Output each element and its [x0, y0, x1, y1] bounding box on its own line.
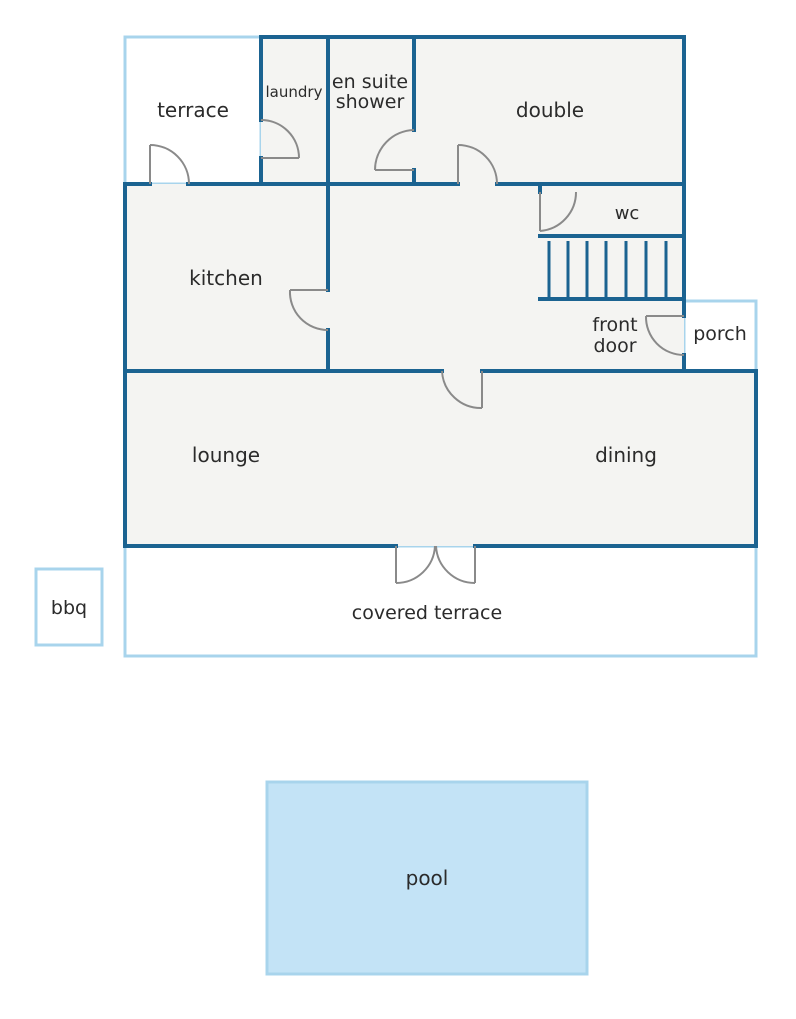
label-kitchen: kitchen [189, 266, 263, 290]
label-ensuite-line2: shower [336, 91, 405, 113]
label-front-door-line1: front [592, 314, 637, 336]
front-door [644, 315, 685, 356]
label-bbq: bbq [51, 597, 87, 619]
label-covered-terrace: covered terrace [352, 602, 502, 624]
lounge-door [441, 370, 483, 410]
laundry-door [260, 119, 300, 159]
room-labels: terrace laundry en suite shower double w… [51, 71, 747, 890]
doors [149, 119, 685, 585]
terrace-double-doors [395, 545, 476, 585]
label-ensuite-line1: en suite [332, 71, 408, 93]
label-pool: pool [406, 866, 449, 890]
label-porch: porch [693, 323, 747, 345]
label-double: double [516, 98, 584, 122]
label-laundry: laundry [266, 83, 323, 101]
staircase [538, 241, 686, 301]
label-terrace: terrace [157, 98, 229, 122]
walls [123, 35, 758, 548]
pool [265, 780, 589, 976]
terrace-door [149, 144, 190, 185]
label-dining: dining [595, 443, 657, 467]
label-wc: wc [615, 203, 640, 224]
label-lounge: lounge [192, 443, 260, 467]
floor-fills [125, 37, 756, 546]
bbq-outline [34, 567, 104, 647]
label-front-door-line2: door [593, 335, 636, 357]
ensuite-door [374, 129, 415, 171]
kitchen-door [288, 289, 329, 332]
wc-door [539, 191, 578, 232]
double-door [457, 144, 498, 185]
